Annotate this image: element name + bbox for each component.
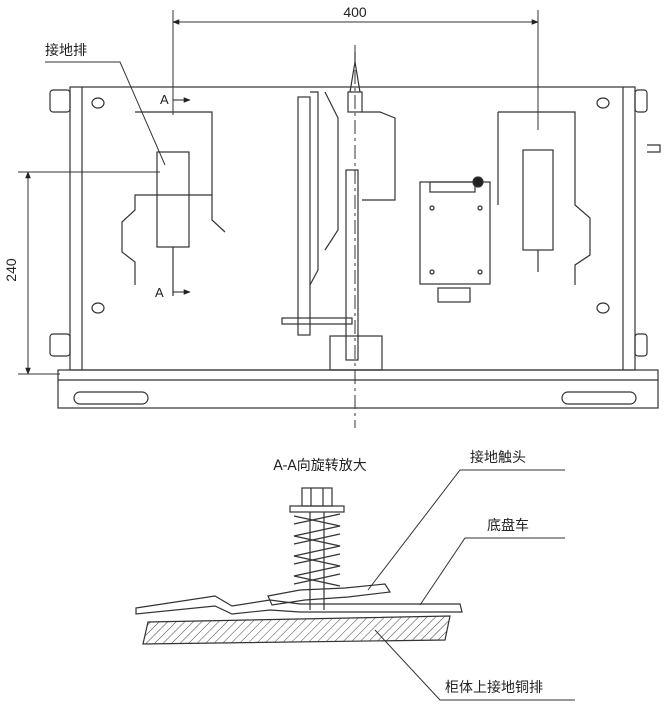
ground-bar-leader [45, 61, 166, 166]
svg-text:A: A [160, 92, 169, 107]
detail-title: A-A向旋转放大 [273, 458, 367, 474]
ground-contact [267, 583, 392, 606]
chassis-front-view [49, 52, 661, 409]
chassis-label: 底盘车 [487, 517, 529, 534]
ground-bar-label: 接地排 [45, 42, 87, 59]
copper-bar-label: 柜体上接地铜排 [445, 679, 543, 696]
ground-bar-left [156, 151, 190, 248]
mount-hole [596, 302, 610, 314]
interlock-block [419, 176, 491, 303]
chassis-plate [135, 595, 463, 615]
base-rail [57, 369, 659, 409]
bolt-head [301, 487, 333, 507]
mount-hole [91, 302, 105, 314]
right-cutout [497, 111, 591, 285]
dimension-width-label: 400 [343, 4, 367, 20]
contact-label: 接地触头 [470, 449, 526, 466]
copper-bar-leader [374, 629, 575, 701]
chassis-frame [69, 86, 636, 371]
dimension-height [18, 171, 160, 375]
contact-leader [367, 469, 565, 591]
mount-hole [596, 97, 610, 109]
center-mechanism [281, 52, 396, 371]
spring [293, 515, 341, 587]
chassis-leader [419, 537, 565, 606]
dimension-width [172, 10, 539, 130]
contact-bar-right [522, 149, 554, 251]
dimension-height-label: 240 [3, 258, 19, 282]
svg-text:A: A [155, 285, 164, 300]
detail-view [135, 487, 463, 645]
copper-bar [142, 615, 451, 645]
mount-hole [91, 97, 105, 109]
section-mark-top: A [160, 92, 191, 107]
left-cutout [121, 111, 213, 285]
detail-leaders [367, 469, 575, 701]
section-mark-bottom: A [155, 285, 191, 300]
